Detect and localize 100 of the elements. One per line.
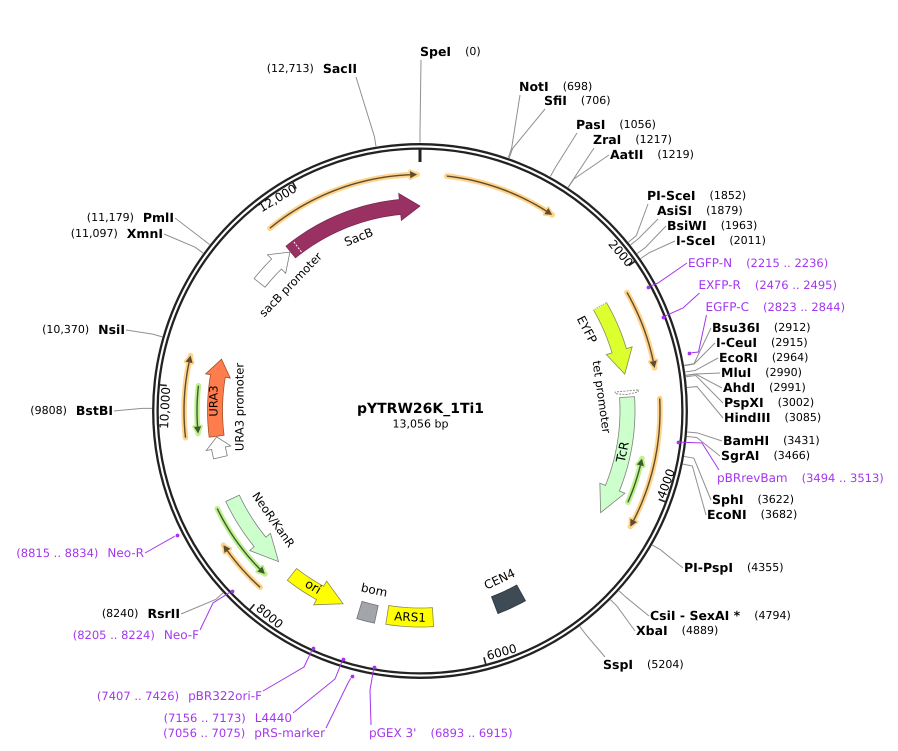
leader-line <box>628 204 648 243</box>
enzyme-label: SspI <box>603 658 634 672</box>
enzyme-label: PmlI <box>142 211 174 225</box>
enzyme-label: SphI <box>712 493 744 507</box>
primer-position: (8205 .. 8224) <box>72 628 155 642</box>
leader-line <box>685 374 722 388</box>
primer-dot-icon <box>310 646 316 650</box>
leader-line <box>618 590 650 616</box>
feature-label: URA3 promoter <box>233 362 247 452</box>
enzyme-label: XbaI <box>636 624 668 638</box>
primer-position: (7407 .. 7426) <box>96 689 180 703</box>
leader-line <box>420 60 422 143</box>
feature-label: CEN4 <box>482 566 518 594</box>
leader-line <box>568 148 594 188</box>
position-label: (4794) <box>754 609 791 623</box>
primer-label: Neo-R <box>107 546 144 560</box>
primer-dot-icon <box>230 588 234 594</box>
position-label: (4355) <box>746 561 784 575</box>
position-label: (1963) <box>720 219 758 233</box>
position-label: (1879) <box>706 204 743 218</box>
primer-dot-icon <box>646 284 650 290</box>
primer-dot-icon <box>660 314 666 320</box>
position-label: (698) <box>562 80 592 94</box>
enzyme-label: BstBI <box>76 404 113 418</box>
primer-position: (7056 .. 7075) <box>163 726 246 740</box>
leader-line <box>651 544 684 568</box>
enzyme-label: SpeI <box>420 45 452 59</box>
primer-label: Neo-F <box>164 628 199 642</box>
position-label: (10,370) <box>42 323 90 337</box>
enzyme-label: I-SceI <box>676 234 716 248</box>
enzyme-label: AatII <box>610 148 644 162</box>
primer-position: (3494 .. 3513) <box>802 471 884 485</box>
primer-dot-icon <box>676 440 680 444</box>
primer-label: EGFP-C <box>706 300 749 314</box>
leader-line <box>690 314 707 354</box>
plasmid-name: pYTRW26K_1Ti1 <box>356 400 484 418</box>
position-label: (0) <box>465 45 481 59</box>
leader-line <box>164 234 204 254</box>
leader-line <box>684 328 712 366</box>
enzyme-label: SgrAI <box>721 449 760 463</box>
enzyme-label: NsiI <box>98 323 125 337</box>
plasmid-size: 13,056 bp <box>392 418 448 431</box>
leader-line <box>684 456 712 500</box>
leader-line <box>508 108 546 158</box>
leader-line <box>114 408 152 412</box>
leader-line <box>685 375 724 404</box>
enzyme-label: BamHI <box>723 434 770 448</box>
primer-position: (8815 .. 8834) <box>16 546 98 560</box>
leader-line <box>664 292 700 316</box>
leader-line <box>682 464 706 516</box>
leader-line <box>684 342 716 366</box>
feature-label: ARS1 <box>394 610 426 626</box>
leader-line <box>200 592 230 630</box>
leader-line <box>180 592 224 614</box>
ruler-label: 10,000 <box>158 386 174 430</box>
enzyme-label: HindIII <box>724 411 771 425</box>
feature-block <box>286 567 345 606</box>
enzyme-label: EcoRI <box>719 351 758 365</box>
primer-label: pGEX 3' <box>369 726 416 740</box>
leader-line <box>126 330 163 338</box>
enzyme-label: PI-SceI <box>647 189 696 203</box>
leader-line <box>262 650 312 692</box>
primer-dot-icon <box>340 656 346 662</box>
position-label: (3622) <box>758 493 794 507</box>
leader-line <box>292 660 343 714</box>
enzyme-label: I-CeuI <box>716 336 758 350</box>
position-label: (9808) <box>30 404 67 418</box>
enzyme-label: PspXI <box>724 396 764 410</box>
leader-line <box>686 436 720 456</box>
primer-position: (6893 .. 6915) <box>430 726 513 740</box>
leader-line <box>144 536 176 554</box>
leader-line <box>630 218 658 246</box>
enzyme-label: RsrII <box>147 607 180 621</box>
position-label: (8240) <box>102 607 138 621</box>
enzyme-label: PasI <box>576 118 606 132</box>
enzyme-label: XmnI <box>126 227 163 241</box>
position-label: (1219) <box>657 148 694 162</box>
primer-label: L4440 <box>254 711 292 725</box>
enzyme-label: ZraI <box>593 133 622 147</box>
enzyme-label: MluI <box>721 366 752 380</box>
enzyme-label: Bsu36I <box>712 321 760 335</box>
position-label: (12,713) <box>266 62 314 76</box>
enzyme-label: SacII <box>322 62 357 76</box>
position-label: (706) <box>580 94 611 108</box>
feature-block <box>205 435 232 460</box>
position-label: (3431) <box>783 434 820 448</box>
feature-box <box>355 600 380 625</box>
primer-dot-icon <box>350 674 354 678</box>
leader-line <box>686 432 722 442</box>
leader-line <box>640 240 676 259</box>
primer-position: (2215 .. 2236) <box>746 256 828 270</box>
primer-position: (2476 .. 2495) <box>754 278 837 292</box>
leader-line <box>370 668 374 726</box>
feature-label: URA3 <box>207 385 221 417</box>
ruler-label: 4000 <box>654 467 678 501</box>
enzyme-label: PI-PspI <box>684 561 733 575</box>
leader-line <box>610 598 636 632</box>
primer-position: (7156 .. 7173) <box>164 711 246 725</box>
leader-line <box>550 132 578 177</box>
ruler-label: 6000 <box>485 642 519 664</box>
